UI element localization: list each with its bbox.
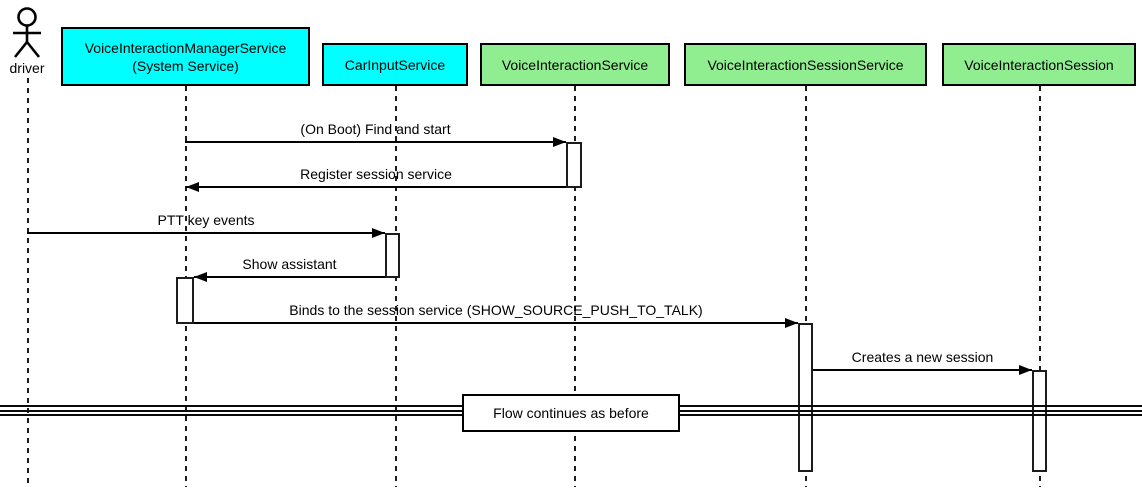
participant-box-voice-interaction-session: VoiceInteractionSession	[942, 43, 1136, 86]
activation-bar-voice-interaction-manager-service	[176, 277, 194, 324]
message-arrowhead	[1019, 365, 1032, 375]
person-icon	[13, 7, 41, 58]
actor-driver-label: driver	[9, 60, 45, 76]
activation-bar-voice-interaction-session	[1032, 370, 1047, 472]
message-arrow-line	[194, 322, 798, 324]
message-arrow-line	[194, 276, 385, 278]
message-arrowhead	[785, 318, 798, 328]
actor-driver-figure	[8, 6, 46, 59]
message-arrowhead	[194, 272, 207, 282]
participant-label: VoiceInteractionSession	[964, 56, 1114, 73]
activation-bar-voice-interaction-session-service	[798, 323, 813, 472]
message-label: Creates a new session	[851, 349, 994, 365]
lifeline-voice-interaction-service	[574, 86, 576, 487]
lifeline-voice-interaction-session	[1039, 86, 1041, 487]
message-label: (On Boot) Find and start	[300, 121, 451, 137]
message-arrowhead	[553, 137, 566, 147]
participant-box-voice-interaction-manager-service: VoiceInteractionManagerService(System Se…	[61, 27, 310, 86]
message-label: Show assistant	[242, 256, 337, 272]
participant-label: (System Service)	[132, 57, 239, 74]
divider-label-box: Flow continues as before	[462, 394, 680, 432]
lifeline-car-input-service	[395, 86, 397, 487]
participant-box-voice-interaction-session-service: VoiceInteractionSessionService	[684, 43, 927, 86]
message-arrow-line	[27, 232, 385, 234]
message-arrow-line	[186, 186, 566, 188]
message-arrowhead	[186, 182, 199, 192]
message-arrow-line	[185, 141, 566, 143]
message-label: Register session service	[300, 166, 452, 182]
message-arrow-line	[813, 369, 1032, 371]
lifeline-voice-interaction-session-service	[805, 86, 807, 487]
activation-bar-voice-interaction-service	[566, 142, 582, 188]
participant-label: CarInputService	[344, 56, 446, 73]
participant-box-voice-interaction-service: VoiceInteractionService	[480, 43, 670, 86]
activation-bar-car-input-service	[385, 233, 400, 278]
participant-label: VoiceInteractionService	[501, 56, 649, 73]
lifeline-driver	[27, 78, 29, 487]
participant-label: VoiceInteractionSessionService	[707, 56, 904, 73]
message-label: PTT key events	[157, 212, 255, 228]
participant-label: VoiceInteractionManagerService	[84, 39, 287, 56]
participant-box-car-input-service: CarInputService	[322, 43, 468, 86]
message-label: Binds to the session service (SHOW_SOURC…	[289, 302, 703, 318]
message-arrowhead	[372, 228, 385, 238]
